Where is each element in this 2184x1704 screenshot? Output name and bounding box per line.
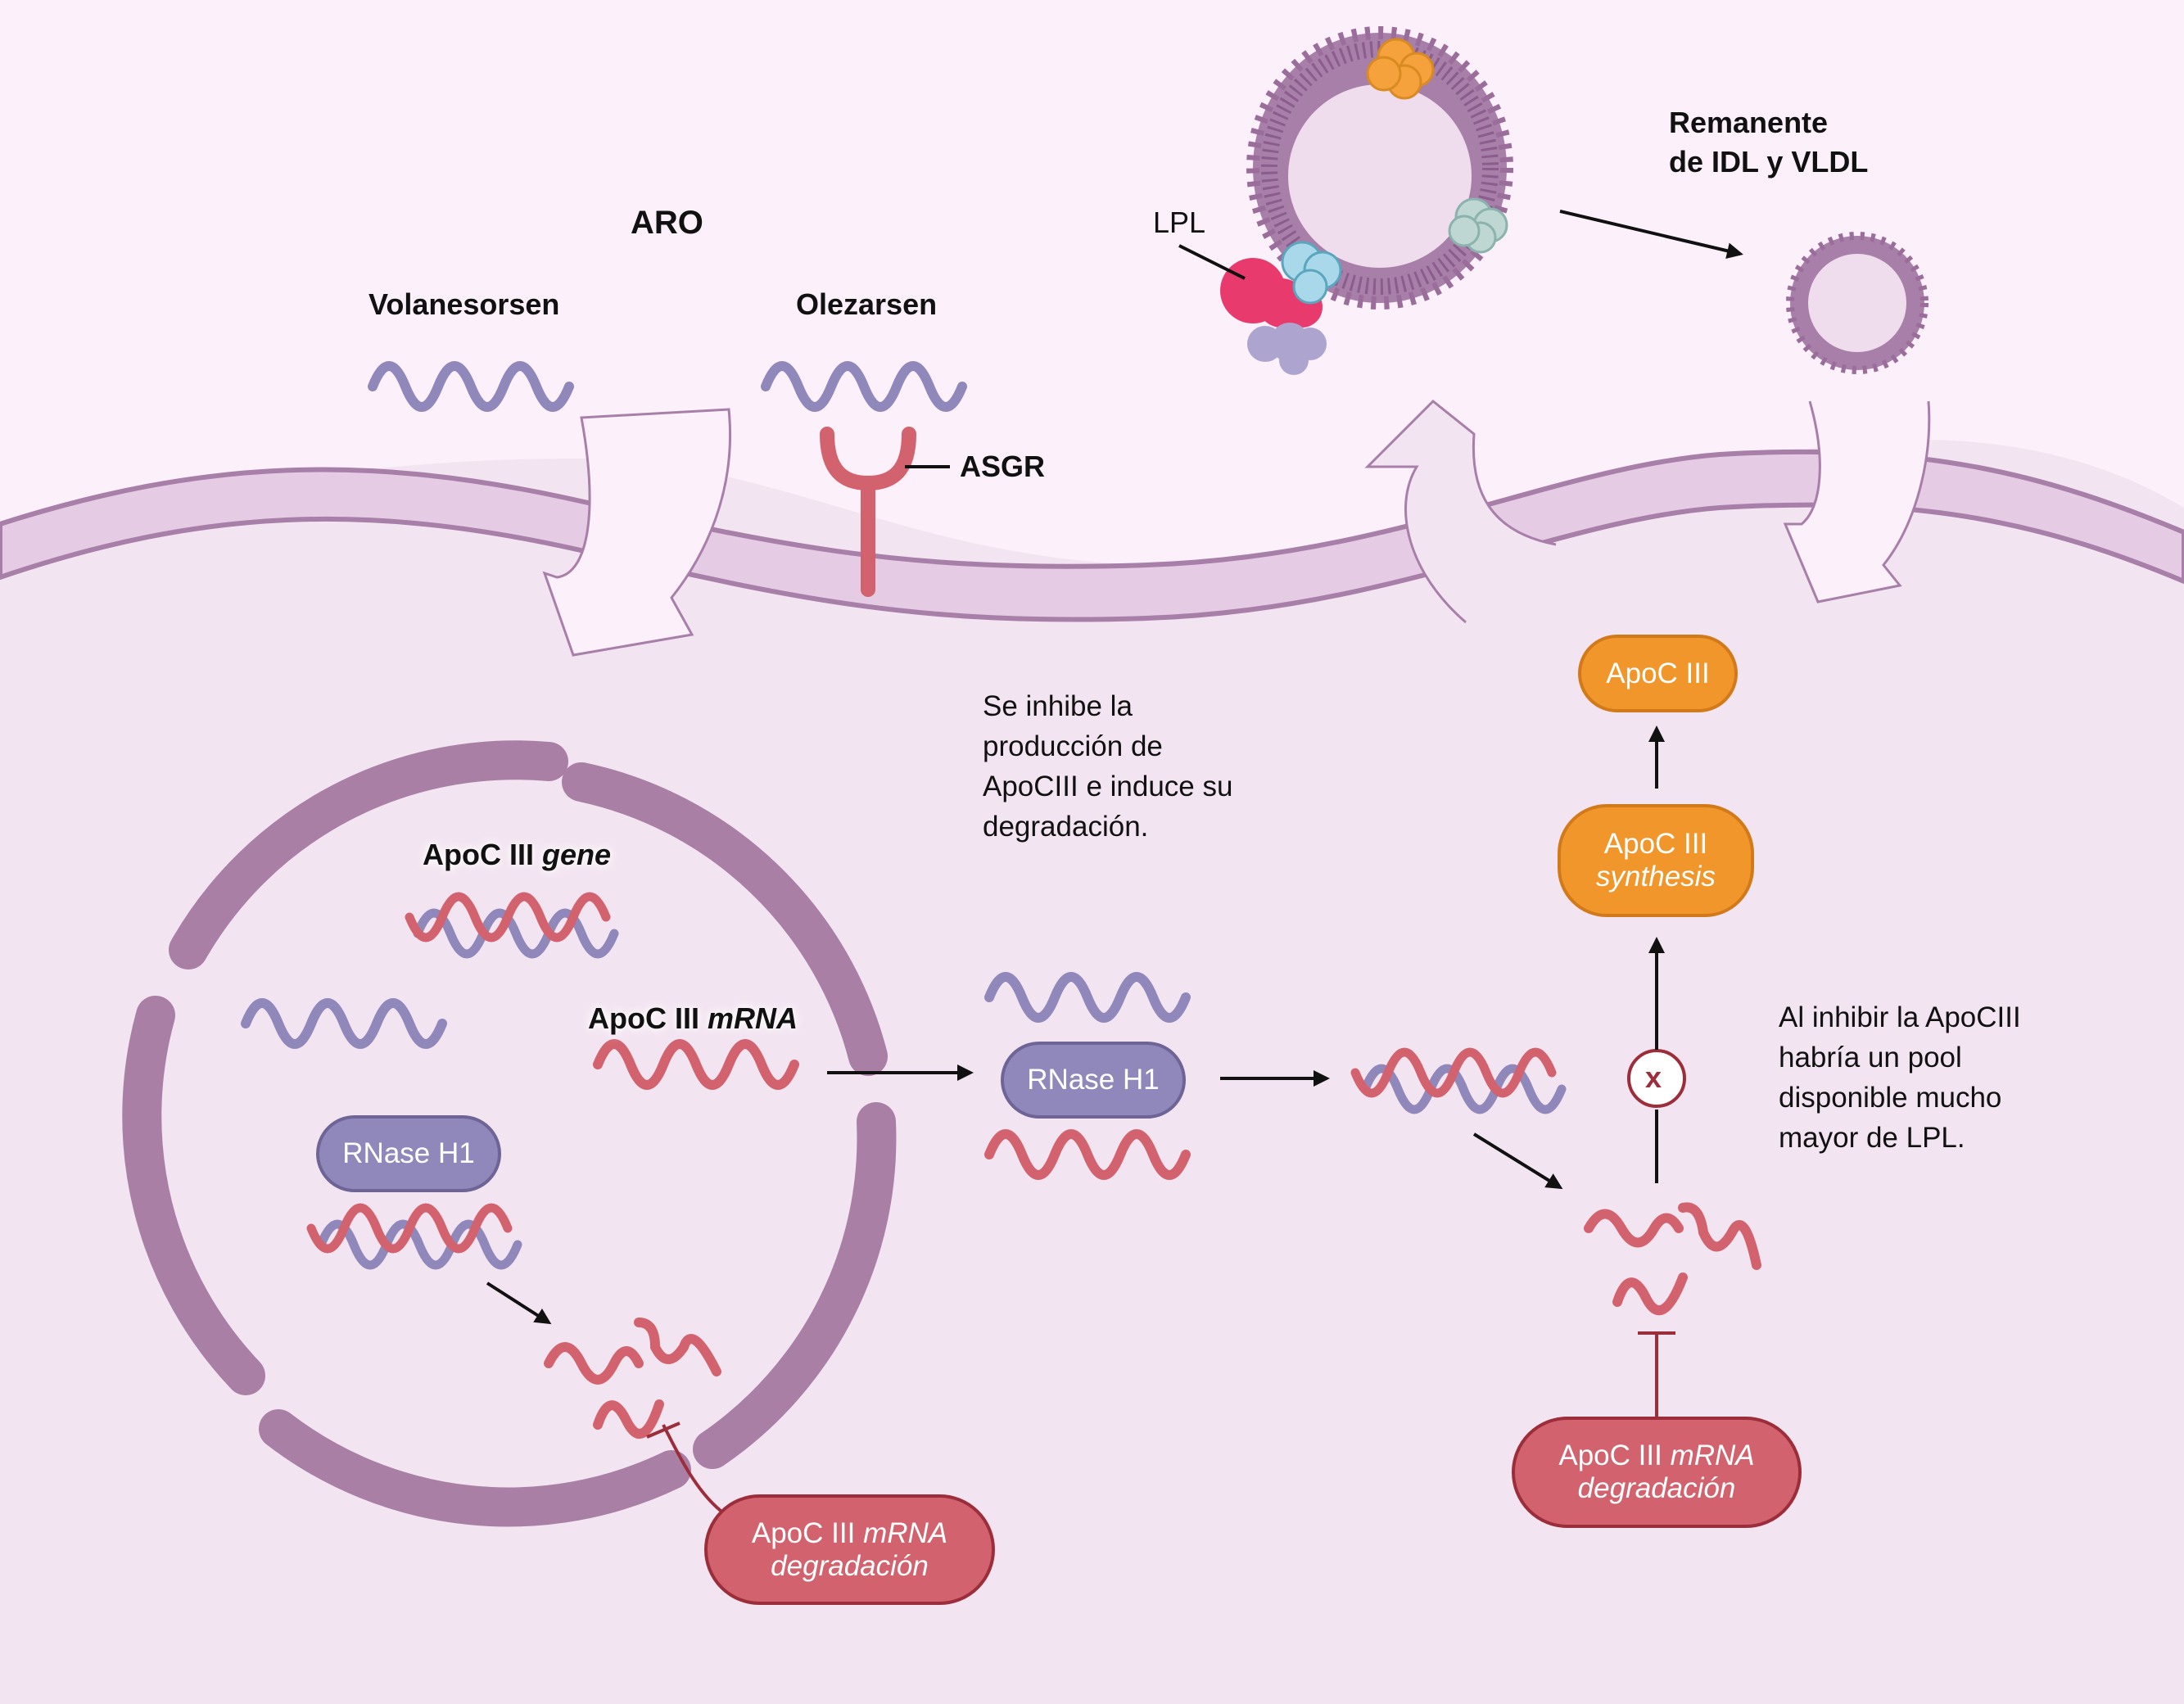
apoc3-mrna-label-name: ApoC III: [588, 1001, 699, 1035]
remnant-label-line1: Remanente: [1669, 106, 1829, 139]
degraded-mrna-fragments-cytoplasm: [1584, 1202, 1761, 1316]
rnase-h1-nucleus: RNase H1: [316, 1115, 501, 1192]
degradation-c-line1-italic: mRNA: [1670, 1440, 1755, 1471]
apoc3-synthesis-line1: ApoC III: [1603, 828, 1708, 860]
blocked-step-circle: [1627, 1049, 1686, 1108]
mrna-degradation-nucleus-line1: ApoC III mRNA: [752, 1517, 947, 1550]
aro-title: ARO: [631, 205, 703, 241]
lpl-pool-note: Al inhibir la ApoCIII habría un pool dis…: [1779, 1001, 2021, 1154]
remnant-uptake-arrow: [1783, 400, 1931, 603]
aso-strand-cytoplasm: [984, 972, 1191, 1023]
asgr-label: ASGR: [960, 450, 1046, 483]
remnant-particle: [1786, 232, 1929, 374]
degradation-line1-italic: mRNA: [863, 1516, 948, 1549]
mrna-strand-cytoplasm: [984, 1129, 1191, 1180]
volanesorsen-label: Volanesorsen: [369, 287, 560, 321]
cleavage-arrow-nucleus: [486, 1281, 552, 1325]
apoprotein-blue: [1281, 241, 1342, 305]
extracellular-space: [0, 0, 2184, 566]
secretion-arrow: [1364, 399, 1557, 624]
mrna-degradation-cytoplasm-line1: ApoC III mRNA: [1558, 1440, 1754, 1472]
mrna-degradation-cytoplasm: ApoC III mRNA degradación: [1512, 1417, 1802, 1528]
apoc3-protein-node: ApoC III: [1578, 635, 1738, 712]
aso-strand-nucleus: [241, 998, 447, 1049]
apoc3-synthesis-line2: synthesis: [1596, 861, 1716, 893]
olezarsen-label: Olezarsen: [796, 287, 938, 321]
inhibition-note: Se inhibe la producción de ApoCIII e ind…: [983, 690, 1233, 843]
vldl-lipoprotein: [1220, 26, 1513, 375]
aso-mrna-duplex-nucleus: [306, 1203, 522, 1270]
inhibition-line-nucleus: [662, 1424, 722, 1512]
lpl-pointer-line: [1178, 244, 1246, 280]
degradation-line1-text: ApoC III: [751, 1516, 856, 1549]
apoprotein-orange: [1366, 38, 1435, 100]
olezarsen-aso-strand: [761, 361, 967, 412]
apoc3-gene-dna: [405, 892, 619, 959]
apoc3-synthesis-node: ApoC III synthesis: [1558, 804, 1754, 917]
apoc3-mrna-label: ApoC III mRNA: [588, 1001, 798, 1036]
nucleus-envelope: [122, 740, 897, 1527]
apoc3-gene-label-italic: gene: [542, 838, 612, 871]
apoprotein-green: [1448, 197, 1508, 254]
degradation-c-line1-text: ApoC III: [1558, 1440, 1662, 1471]
duplex-to-fragments-arrow: [1472, 1132, 1563, 1190]
apoc3-mrna-strand-nucleus: [593, 1039, 799, 1090]
rnase-h1-cytoplasm: RNase H1: [1001, 1042, 1186, 1119]
remnant-conversion-arrow: [1559, 210, 1743, 260]
uptake-arrow-left: [542, 408, 732, 657]
mrna-degradation-nucleus: ApoC III mRNA degradación: [704, 1494, 995, 1605]
cell-membrane: [0, 449, 2184, 622]
asgr-receptor: [820, 427, 916, 597]
mrna-degradation-cytoplasm-line2: degradación: [1577, 1472, 1736, 1504]
apoc3-mrna-label-italic: mRNA: [708, 1001, 798, 1035]
blocked-x-icon: x: [1645, 1060, 1662, 1094]
mrna-degradation-nucleus-line2: degradación: [771, 1549, 929, 1582]
remnant-label-line2: de IDL y VLDL: [1669, 145, 1869, 179]
degraded-mrna-fragments-nucleus: [544, 1318, 721, 1439]
aso-mrna-duplex-cytoplasm: [1350, 1047, 1567, 1114]
volanesorsen-aso-strand: [368, 361, 574, 412]
apoc3-gene-label-name: ApoC III: [423, 838, 534, 871]
apoc3-gene-label: ApoC III gene: [423, 837, 611, 872]
inhibition-bar-nucleus: [646, 1422, 681, 1439]
lpl-label: LPL: [1153, 206, 1206, 239]
apoprotein-lilac: [1247, 323, 1327, 375]
